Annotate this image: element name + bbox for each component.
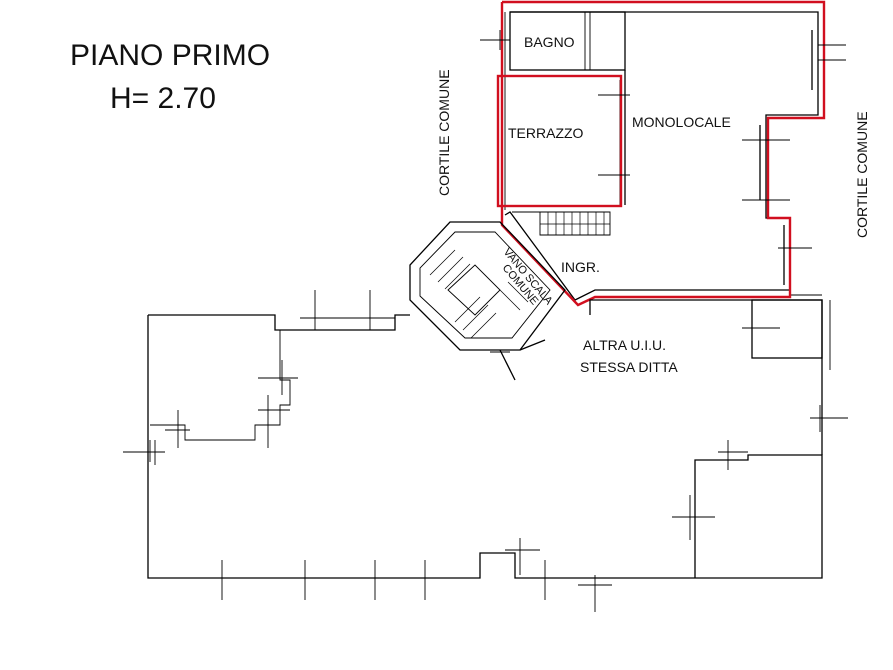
common-stairwell [409, 221, 566, 381]
label-terrazzo: TERRAZZO [508, 125, 584, 141]
label-ingresso: INGR. [561, 259, 600, 275]
lower-floor-walls [147, 299, 831, 579]
unit-boundary [496, 0, 826, 307]
opening-marks [123, 30, 848, 612]
ceiling-height: H= 2.70 [110, 82, 216, 115]
label-cortile-right: CORTILE COMUNE [854, 111, 870, 238]
plan-title: PIANO PRIMO [70, 39, 270, 72]
label-altra-uiu: ALTRA U.I.U. [583, 337, 666, 353]
label-bagno: BAGNO [524, 34, 575, 50]
label-stessa-ditta: STESSA DITTA [580, 359, 678, 375]
label-cortile-left: CORTILE COMUNE [436, 69, 452, 196]
label-monolocale: MONOLOCALE [632, 114, 731, 130]
